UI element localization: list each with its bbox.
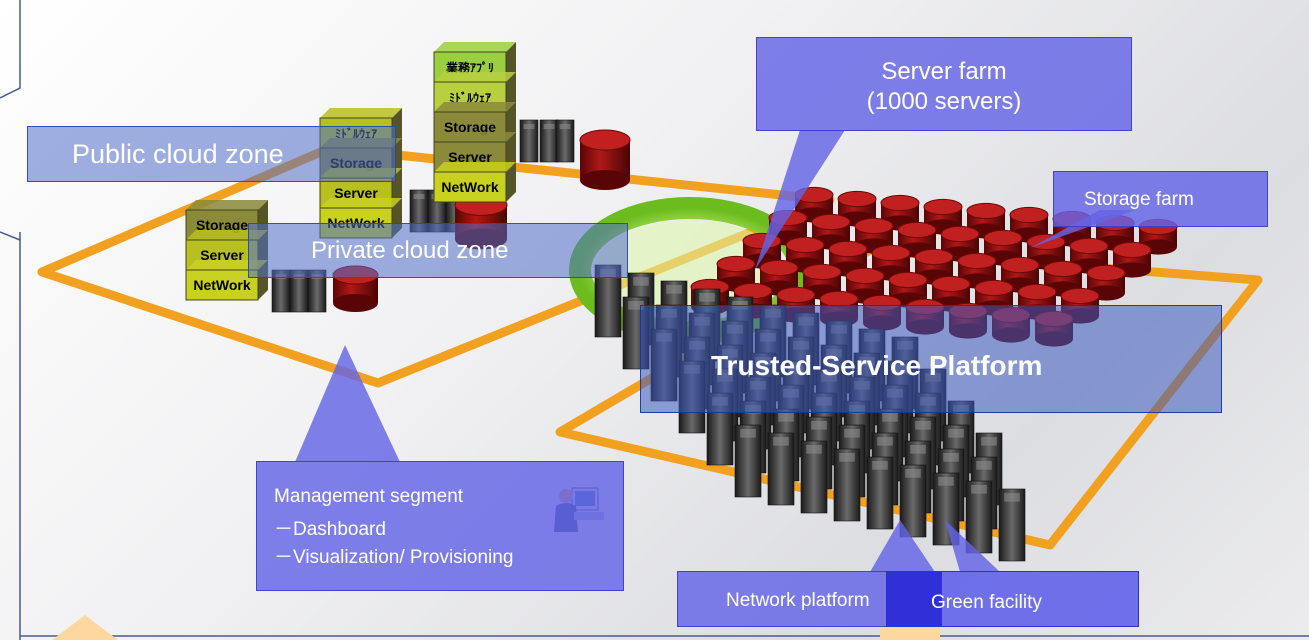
management-item-dashboard: －Dashboard (274, 519, 386, 540)
green-facility-title: Green facility (931, 592, 1042, 613)
stack-block-label: NetWork (441, 179, 499, 195)
storage-cylinder (923, 198, 963, 235)
network-platform-title: Network platform (726, 590, 870, 611)
network-pointer (870, 520, 935, 572)
storage-cylinder (579, 129, 631, 190)
stack-block: Storage (433, 102, 516, 143)
public-cloud-zone-label: Public cloud zone (27, 126, 396, 182)
server-rack (519, 119, 539, 163)
server-farm-pointer (755, 130, 845, 270)
stack-block-label: Storage (196, 217, 248, 233)
storage-cylinder (811, 213, 851, 250)
server-rack (555, 119, 575, 163)
server-rack (998, 488, 1026, 562)
stack-block-label: ﾐﾄﾞﾙｳｪｱ (449, 90, 491, 105)
stack-block-label: NetWork (193, 277, 251, 293)
management-item-visualization: －Visualization/ Provisioning (274, 547, 514, 568)
trusted-service-platform-label: Trusted-Service Platform (640, 305, 1222, 413)
green-facility-pointer (945, 520, 1000, 572)
storage-farm-title: Storage farm (1084, 189, 1194, 210)
private-cloud-zone-text: Private cloud zone (311, 237, 509, 264)
server-rack (539, 119, 559, 163)
server-rack (866, 456, 894, 530)
server-farm-title: Server farm (881, 58, 1007, 85)
stack-block-label: Storage (444, 119, 496, 135)
management-title: Management segment (274, 486, 464, 507)
server-rack (899, 464, 927, 538)
server-rack (800, 440, 828, 514)
stack-block-label: Server (448, 149, 492, 165)
stack-block: NetWork (185, 260, 268, 301)
management-pointer (295, 345, 400, 462)
green-facility-accent (887, 572, 942, 627)
stack-block-label: 業務ｱﾌﾟﾘ (445, 60, 494, 75)
stack-block-label: Server (200, 247, 244, 263)
management-callout: Management segment －Dashboard －Visualiza… (256, 461, 624, 591)
server-rack (932, 472, 960, 546)
server-farm-callout: Server farm (1000 servers) (756, 37, 1132, 131)
network-platform-callout: Network platform (677, 571, 934, 627)
server-rack (833, 448, 861, 522)
server-farm-count: (1000 servers) (866, 88, 1022, 115)
public-cloud-zone-text: Public cloud zone (72, 139, 284, 169)
stack-block-label: Server (334, 185, 378, 201)
server-rack (767, 432, 795, 506)
storage-cylinder (1009, 206, 1049, 243)
arrow-left (52, 615, 118, 640)
green-facility-callout: Green facility (886, 571, 1139, 627)
platform-title: Trusted-Service Platform (711, 350, 1043, 381)
server-rack (734, 424, 762, 498)
storage-farm-callout: Storage farm (1053, 171, 1268, 227)
stack-block: NetWork (433, 162, 516, 203)
private-cloud-zone-label: Private cloud zone (248, 223, 628, 278)
server-rack (965, 480, 993, 554)
